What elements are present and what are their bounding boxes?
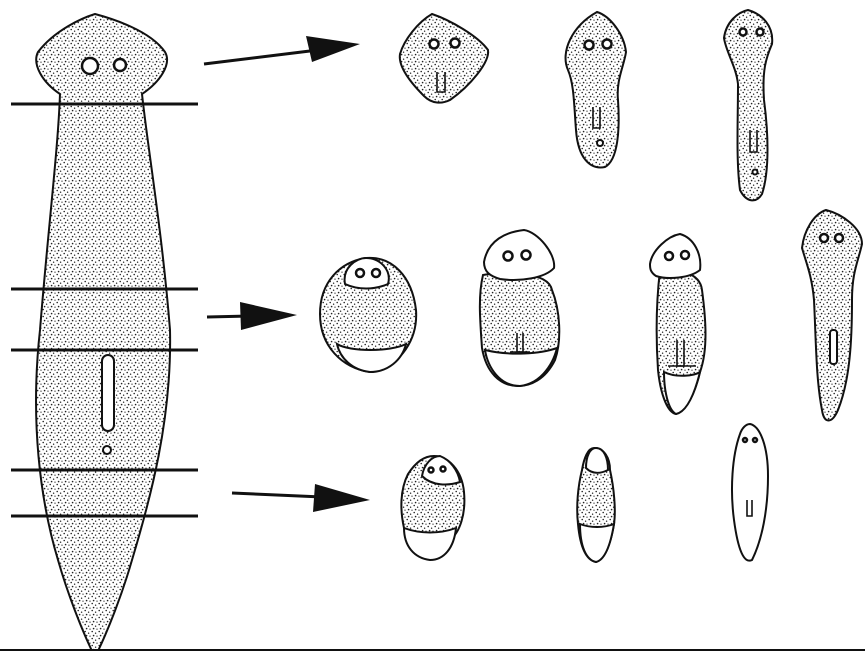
trunk-fragment-stage-4 [802, 210, 862, 421]
eye-icon [441, 467, 446, 472]
eye-icon [429, 468, 434, 473]
eye-icon [753, 438, 757, 442]
new-tail-blastema [404, 528, 456, 560]
eye-icon [820, 234, 828, 242]
whole-planarian [36, 14, 170, 651]
new-head [650, 234, 700, 278]
eye-icon [356, 269, 364, 277]
head-fragment-stage-3 [724, 10, 772, 200]
mouth-pore [597, 140, 603, 146]
left-eye-icon [82, 58, 98, 74]
trunk-fragment-stage-3 [650, 234, 706, 414]
trunk-fragment-stage-2 [480, 230, 559, 386]
mouth-pore [103, 446, 111, 454]
arrow-trunk-row [207, 302, 297, 330]
arrow-head-row [204, 36, 360, 64]
tail-fragment-stage-2 [577, 448, 615, 562]
eye-icon [757, 29, 764, 36]
eye-icon [372, 269, 380, 277]
tail-fragment-stage-3 [732, 424, 768, 561]
right-eye-icon [114, 59, 126, 71]
arrow-right-icon [313, 484, 370, 512]
arrow-right-icon [240, 302, 297, 330]
new-head [484, 230, 554, 280]
head-fragment-stage-2 [566, 12, 626, 167]
eye-icon [430, 40, 439, 49]
eye-icon [740, 29, 747, 36]
eye-icon [522, 251, 531, 260]
new-tail [485, 348, 557, 386]
eye-icon [603, 40, 612, 49]
eye-icon [504, 252, 513, 261]
pharynx [102, 355, 114, 431]
head-fragment-stage-1 [400, 14, 488, 103]
eye-icon [451, 39, 460, 48]
eye-icon [743, 438, 747, 442]
new-tail [580, 524, 614, 562]
new-tail [664, 372, 700, 414]
eye-icon [665, 252, 673, 260]
planarian-body [36, 14, 170, 651]
mouth-pore [753, 170, 758, 175]
eye-icon [835, 234, 843, 242]
arrow-tail-row [232, 484, 370, 512]
arrow-right-icon [306, 36, 360, 62]
trunk-fragment-stage-1 [320, 258, 416, 372]
pharynx [830, 330, 837, 364]
eye-icon [681, 251, 689, 259]
eye-icon [585, 41, 594, 50]
tail-fragment-stage-1 [401, 456, 464, 560]
